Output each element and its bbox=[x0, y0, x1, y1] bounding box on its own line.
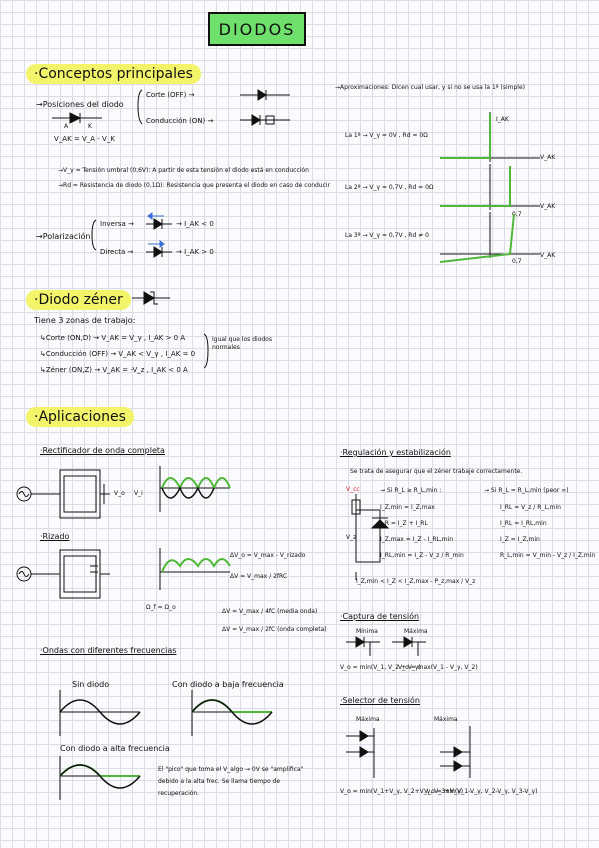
ripple-eq-2: ΔV = V_max / 4fC (media onda) bbox=[222, 608, 318, 615]
page-title-text: DIODOS bbox=[218, 19, 296, 39]
anode-label: A bbox=[64, 123, 69, 130]
rizado-eq-1: ΔV_o = V_max - V_rizado bbox=[230, 552, 306, 559]
sin-diodo-label: Sin diodo bbox=[72, 680, 110, 689]
iak-negative: → I_AK < 0 bbox=[176, 220, 214, 228]
inversa-label: Inversa → bbox=[100, 220, 134, 228]
zener-zone-3: ↳Zéner (ON,Z) → V_AK = -V_z , I_AK < 0 A bbox=[40, 366, 188, 374]
sin-diodo-wave bbox=[59, 699, 141, 725]
reg-eq-r5: R_L,min = V_min - V_z / I_Z,min bbox=[500, 552, 596, 559]
aprox-1: La 1ª → V_γ = 0V , Rd = 0Ω bbox=[345, 132, 428, 139]
rizado-eq-2: ΔV = V_max / 2fRC bbox=[230, 573, 288, 580]
reg-eq-4: I_RL,min = I_Z - V_z / R_min bbox=[380, 552, 464, 559]
rect-input-wave bbox=[161, 486, 215, 499]
graph2-vak-label: V_AK bbox=[540, 203, 556, 210]
reg-eq-1: I_Z,min = I_Z,max bbox=[380, 504, 435, 511]
rizado-wave bbox=[161, 558, 231, 573]
selector-eq-2: V_o = min(V_1-V_γ, V_2-V_γ, V_3-V_γ) bbox=[424, 788, 538, 795]
section-conceptos: ·Conceptos principales bbox=[26, 64, 201, 84]
vak-formula: V_AK = V_A - V_K bbox=[54, 135, 115, 143]
se-trata-text: Se trata de asegurar que el zéner trabaj… bbox=[350, 468, 523, 475]
section-aplicaciones: ·Aplicaciones bbox=[26, 407, 134, 427]
captura-minima: Mínima bbox=[356, 628, 378, 635]
alta-input-wave bbox=[59, 764, 141, 789]
rectifier-wave bbox=[161, 477, 231, 491]
selector-eq-1: V_o = min(V_1+V_γ, V_2+V_γ, V_3+V_γ) bbox=[340, 788, 464, 795]
rectificador-title: ·Rectificador de onda completa bbox=[40, 446, 165, 455]
captura-title: ·Captura de tensión bbox=[340, 612, 420, 621]
zener-zone-1: ↳Corte (ON,D) → V_AK = V_γ , I_AK > 0 A bbox=[40, 334, 186, 342]
baja-frec-label: Con diodo a baja frecuencia bbox=[172, 680, 284, 689]
baja-input-wave bbox=[191, 699, 273, 725]
iak-positive: → I_AK > 0 bbox=[176, 248, 214, 256]
cathode-label: K bbox=[88, 123, 92, 130]
reg-eq-r2: I_RL = V_z / R_L,min bbox=[500, 504, 561, 511]
reg-eq-r3: I_RL = I_RL,min bbox=[500, 520, 547, 527]
directa-label: Directa → bbox=[100, 248, 134, 256]
selector-maxima-2: Máxima bbox=[434, 716, 458, 723]
polarizacion-label: →Polarización bbox=[36, 232, 91, 241]
alta-frec-label: Con diodo a alta frecuencia bbox=[60, 744, 170, 753]
reg-vcc-label: V_cc bbox=[346, 486, 360, 493]
reg-vz-label: V_z bbox=[346, 534, 357, 541]
captura-eq-2: V_o = max(V_1 - V_γ, V_2) bbox=[398, 664, 478, 671]
aprox1-curve bbox=[440, 114, 491, 159]
rd-note: →Rd = Resistencia de diodo (0,1Ω): Resis… bbox=[58, 182, 331, 189]
posiciones-brace bbox=[137, 89, 143, 125]
zener-tiene: Tiene 3 zonas de trabajo: bbox=[34, 316, 136, 325]
reg-si1: → Si R_L ≥ R_L,min : bbox=[380, 487, 442, 494]
rect-vo-label: V_o bbox=[114, 490, 125, 497]
zener-zone-2: ↳Conducción (OFF) → V_AK < V_γ , I_AK = … bbox=[40, 350, 196, 358]
diode-symbol bbox=[69, 112, 82, 124]
reg-eq-3: I_Z,max = I_Z - I_RL,min bbox=[380, 536, 454, 543]
bridge-2 bbox=[63, 555, 97, 593]
reg-si2: → Si R_L = R_L,min (peor ∞) bbox=[484, 487, 569, 494]
rizado-title: ·Rizado bbox=[40, 532, 70, 541]
pico-note: El "pico" que toma el V_algo → 0V se "am… bbox=[158, 766, 304, 797]
aprox2-curve bbox=[440, 166, 511, 207]
bridge-1 bbox=[63, 475, 97, 513]
reg-eq-r4: I_Z = I_Z,min bbox=[500, 536, 540, 543]
graph2-07-label: 0,7 bbox=[512, 211, 522, 218]
ondas-title: ·Ondas con diferentes frecuencias bbox=[40, 646, 177, 655]
zener-igual: Igual que los diodos normales bbox=[212, 336, 272, 351]
graph1-vak-label: V_AK bbox=[540, 154, 556, 161]
graph1-iak-label: I_AK bbox=[496, 116, 509, 123]
regulacion-title: ·Regulación y estabilización bbox=[340, 448, 451, 457]
graph3-vak-label: V_AK bbox=[540, 252, 556, 259]
corte-label: Corte (OFF) → bbox=[146, 91, 195, 99]
conduccion-label: Conducción (ON) → bbox=[146, 117, 214, 125]
zener-symbol bbox=[143, 291, 155, 305]
ripple-eq-1: Ω_f = Ω_o bbox=[146, 604, 176, 611]
captura-eq-1: V_o = min(V_1, V_2 + V_γ) bbox=[340, 664, 421, 671]
captura-maxima: Máxima bbox=[404, 628, 428, 635]
vy-note: →V_γ = Tensión umbral (0,6V): A partir d… bbox=[58, 167, 309, 174]
aprox-2: La 2ª → V_γ = 0,7V , Rd = 0Ω bbox=[345, 184, 434, 191]
graph3-07-label: 0,7 bbox=[512, 258, 522, 265]
section-zener: ·Diodo zéner bbox=[26, 290, 131, 310]
selector-maxima-1: Máxima bbox=[356, 716, 380, 723]
reg-eq-bottom: I_Z,min < I_Z < I_Z,max - P_z,max / V_z bbox=[356, 578, 476, 585]
selector-title: ·Selector de tensión bbox=[340, 696, 420, 705]
reg-eq-2: I_R = I_Z + I_RL bbox=[380, 520, 428, 527]
aprox-label: →Aproximaciones: Dicen cual usar, y si n… bbox=[335, 84, 525, 91]
rect-vi-label: V_i bbox=[134, 490, 143, 497]
aprox-3: La 3ª → V_γ = 0,7V , Rd ≠ 0 bbox=[345, 232, 429, 239]
ripple-eq-3: ΔV = V_max / 2fC (onda completa) bbox=[222, 626, 327, 633]
posiciones-label: →Posiciones del diodo bbox=[36, 100, 124, 109]
page-title: DIODOS bbox=[208, 12, 306, 46]
aprox3-curve bbox=[439, 213, 515, 263]
